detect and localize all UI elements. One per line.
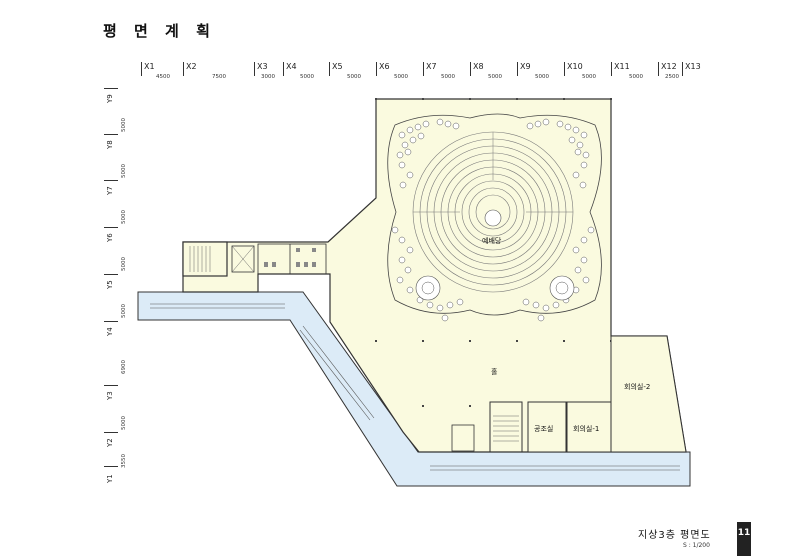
x-grid-tick <box>470 62 471 76</box>
x-grid-dimension: 5000 <box>582 74 596 80</box>
x-grid-dimension: 3000 <box>261 74 275 80</box>
outer-seat-clusters <box>387 113 602 316</box>
y-grid-tick <box>104 180 118 181</box>
spiral-stair-inner <box>421 281 435 295</box>
x-grid-dimension: 7500 <box>212 74 226 80</box>
x-grid-tick <box>183 62 184 76</box>
corridor <box>137 291 691 487</box>
x-grid-dimension: 5000 <box>300 74 314 80</box>
x-grid-dimension: 5000 <box>441 74 455 80</box>
x-grid-tick <box>141 62 142 76</box>
stair-core-left <box>182 241 228 277</box>
x-grid-label: X7 <box>426 62 437 71</box>
corridor-rail <box>302 325 375 419</box>
room-label-hall: 홀 <box>491 368 498 376</box>
x-grid-tick <box>517 62 518 76</box>
y-grid-tick <box>104 385 118 386</box>
x-grid-tick <box>564 62 565 76</box>
x-grid-label: X9 <box>520 62 531 71</box>
toilet-core-right <box>451 424 475 452</box>
x-grid-tick <box>283 62 284 76</box>
stair-treads-right <box>493 415 519 442</box>
x-grid-label: X3 <box>257 62 268 71</box>
x-grid-label: X11 <box>614 62 630 71</box>
stair-treads-left <box>189 246 211 272</box>
spiral-stair-left <box>415 275 441 301</box>
x-grid-dimension: 5000 <box>394 74 408 80</box>
spiral-stair-inner <box>555 281 569 295</box>
x-grid-label: X1 <box>144 62 155 71</box>
x-grid-tick <box>658 62 659 76</box>
x-grid-dimension: 2500 <box>665 74 679 80</box>
y-grid-tick <box>104 134 118 135</box>
x-grid-label: X10 <box>567 62 583 71</box>
x-grid-tick <box>611 62 612 76</box>
y-grid-tick <box>104 274 118 275</box>
toilet-block <box>257 243 327 275</box>
x-grid-label: X13 <box>685 62 701 71</box>
room-label-meeting-1: 회의실-1 <box>573 425 600 433</box>
drawing-scale: S : 1/200 <box>683 542 710 549</box>
elevator-cross <box>231 245 255 273</box>
room-label-meeting-2: 회의실-2 <box>624 383 651 391</box>
y-grid-tick <box>104 227 118 228</box>
x-grid-dimension: 4500 <box>156 74 170 80</box>
stair-core-right <box>489 401 523 453</box>
y-grid-tick <box>104 432 118 433</box>
elevator-left <box>231 245 255 273</box>
room-label-air: 공조실 <box>534 425 554 433</box>
x-grid-label: X4 <box>286 62 297 71</box>
spiral-stair-right <box>549 275 575 301</box>
corridor-rail <box>299 329 371 421</box>
x-grid-label: X6 <box>379 62 390 71</box>
x-grid-label: X2 <box>186 62 197 71</box>
page-title: 평 면 계 획 <box>103 22 216 40</box>
x-grid-label: X5 <box>332 62 343 71</box>
x-grid-tick <box>329 62 330 76</box>
y-grid-tick <box>104 466 118 467</box>
x-grid-tick <box>423 62 424 76</box>
air-room <box>527 401 567 453</box>
room-label-worship: 예배당 <box>482 237 502 245</box>
y-grid-tick <box>104 321 118 322</box>
x-grid-tick <box>254 62 255 76</box>
x-grid-label: X8 <box>473 62 484 71</box>
x-grid-tick <box>682 62 683 76</box>
x-grid-dimension: 5000 <box>629 74 643 80</box>
page-number: 11 <box>737 522 751 556</box>
x-grid-dimension: 5000 <box>488 74 502 80</box>
drawing-title: 지상3층 평면도 <box>638 530 711 541</box>
worship-seating <box>412 131 574 293</box>
toilet-fixtures <box>264 248 316 267</box>
meeting-room-2 <box>610 335 687 453</box>
seat-dots <box>391 118 595 322</box>
y-grid-tick <box>104 88 118 89</box>
x-grid-label: X12 <box>661 62 677 71</box>
x-grid-dimension: 5000 <box>347 74 361 80</box>
x-grid-tick <box>376 62 377 76</box>
x-grid-dimension: 5000 <box>535 74 549 80</box>
